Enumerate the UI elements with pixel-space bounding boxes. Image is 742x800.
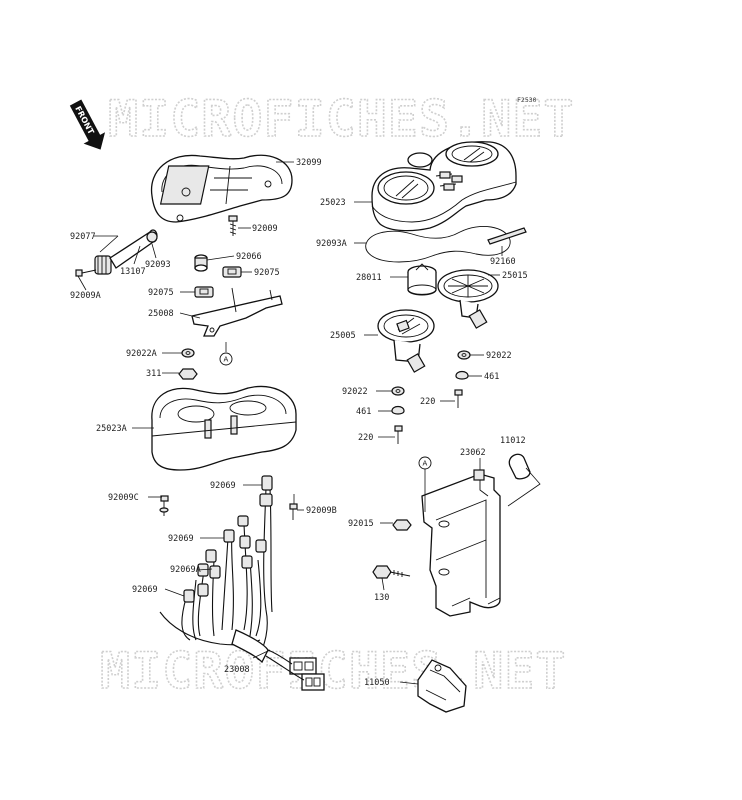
part-label-92077: 92077 — [70, 232, 96, 242]
part-label-92009B: 92009B — [306, 506, 337, 516]
part-label-11012: 11012 — [500, 436, 526, 446]
part-label-32099: 32099 — [296, 158, 322, 168]
part-label-28011: 28011 — [356, 273, 382, 283]
part-label-25023: 25023 — [320, 198, 346, 208]
meter-stay-bracket-23062 — [421, 469, 501, 617]
washer-92022A — [181, 348, 195, 358]
nut-311 — [178, 368, 198, 380]
part-label-461-b: 461 — [356, 407, 371, 417]
part-label-92015: 92015 — [348, 519, 374, 529]
meter-bracket-25008 — [191, 287, 283, 337]
part-label-92069-2: 92069 — [168, 534, 194, 544]
bolt-130 — [372, 565, 411, 579]
figure-code: F2530 — [517, 96, 537, 104]
part-label-92009A: 92009A — [70, 291, 101, 301]
cap-11012 — [507, 453, 541, 507]
screw-92009 — [228, 215, 238, 236]
nut-92015 — [392, 519, 412, 531]
rubber-pad-92075-b — [194, 286, 214, 298]
part-label-23062: 23062 — [460, 448, 486, 458]
part-label-92075-a: 92075 — [254, 268, 280, 278]
svg-text:A: A — [224, 356, 229, 364]
part-label-11050: 11050 — [364, 678, 390, 688]
part-label-92009: 92009 — [252, 224, 278, 234]
part-label-461-a: 461 — [484, 372, 499, 382]
screw-92009C — [159, 495, 169, 516]
leader-lines — [77, 161, 503, 685]
svg-text:A: A — [423, 460, 428, 468]
wiring-harness-23008 — [159, 475, 325, 691]
part-label-23008: 23008 — [224, 665, 250, 675]
part-label-92022A: 92022A — [126, 349, 157, 359]
reference-mark-a-right: A — [418, 456, 432, 512]
part-labels: 32099 92009 92077 13107 92093 92066 9207… — [70, 158, 528, 688]
part-label-92069-3: 92069 — [132, 585, 158, 595]
lower-meter-case-25023A — [151, 385, 297, 471]
screw-92009A — [75, 269, 97, 277]
gasket-92093A — [365, 225, 511, 263]
rubber-pad-92075-a — [222, 266, 242, 278]
part-label-13107: 13107 — [120, 267, 146, 277]
part-label-92093: 92093 — [145, 260, 171, 270]
part-label-92022-b: 92022 — [486, 351, 512, 361]
part-label-25005: 25005 — [330, 331, 356, 341]
part-label-220-a: 220 — [420, 397, 435, 407]
part-label-92093A: 92093A — [316, 239, 347, 249]
part-label-220-b: 220 — [358, 433, 373, 443]
watermark-top: MICROFICHES.NET — [108, 90, 575, 148]
screw-220-b — [394, 425, 403, 444]
part-label-92069-1: 92069 — [210, 481, 236, 491]
bushing-92066 — [194, 254, 208, 272]
indicator-unit-28011 — [407, 263, 437, 296]
clip-461-b — [391, 405, 405, 415]
watermark-bottom: MICROFICHES.NET — [100, 642, 567, 700]
reference-mark-a-left: A — [219, 342, 233, 366]
part-label-92009C: 92009C — [108, 493, 139, 503]
clip-461-a — [455, 370, 469, 380]
part-label-25015: 25015 — [502, 271, 528, 281]
screw-92009B — [289, 503, 298, 520]
upper-meter-cover-32099 — [150, 154, 293, 223]
part-label-92075-b: 92075 — [148, 288, 174, 298]
part-label-25008: 25008 — [148, 309, 174, 319]
part-label-92069A: 92069A — [170, 565, 201, 575]
speedometer-25005 — [377, 309, 435, 373]
part-label-25023A: 25023A — [96, 424, 127, 434]
part-label-92022-c: 92022 — [342, 387, 368, 397]
tachometer-25015 — [437, 269, 499, 329]
front-arrow-icon: FRONT — [69, 99, 106, 150]
seal-strip-92160 — [487, 227, 527, 245]
part-label-311: 311 — [146, 369, 161, 379]
plate-11050 — [417, 659, 467, 713]
part-label-92066: 92066 — [236, 252, 262, 262]
grommet-92093 — [146, 231, 158, 243]
screw-220-a — [454, 389, 463, 408]
washer-92022-c — [391, 386, 405, 396]
part-label-130: 130 — [374, 593, 389, 603]
meter-housing-25023 — [371, 141, 517, 232]
washer-92022-b — [457, 350, 471, 360]
part-label-92160: 92160 — [490, 257, 516, 267]
